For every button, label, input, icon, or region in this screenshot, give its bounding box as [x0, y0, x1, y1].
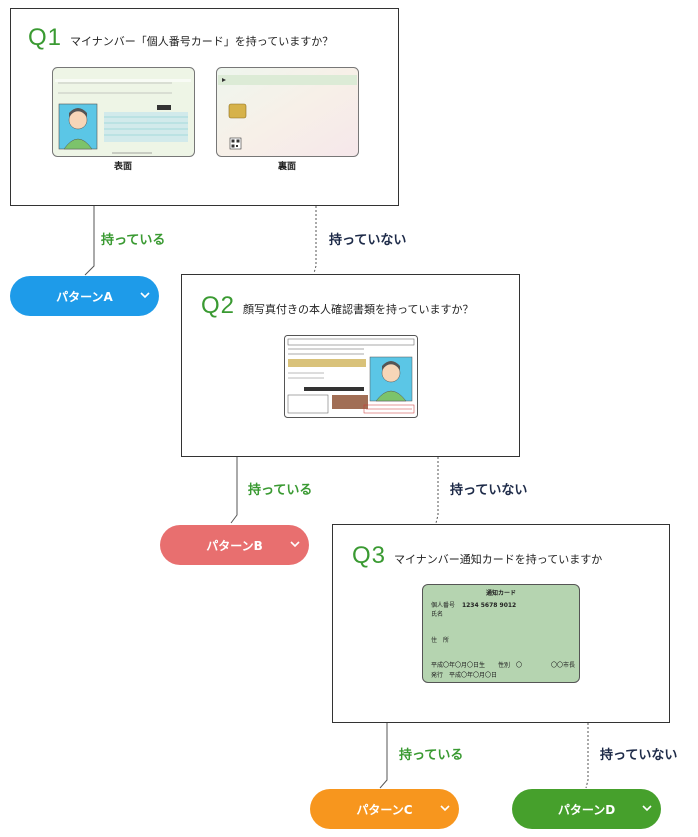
q1-front-caption: 表面 — [113, 162, 132, 172]
q1-number: Q1 — [28, 24, 63, 51]
q2-no-label: 持っていない — [450, 483, 528, 498]
mynumber-card-back-image — [216, 67, 359, 157]
pattern-b-button[interactable]: パターンB — [160, 525, 309, 565]
pattern-c-button[interactable]: パターンC — [310, 789, 459, 829]
notification-card-image: 通知カード 個人番号 1234 5678 9012 氏名 住 所 平成〇年〇月〇… — [422, 584, 580, 683]
edge-q1-yes — [84, 206, 95, 276]
q1-heading: Q1 マイナンバー「個人番号カード」を持っていますか？ — [28, 24, 333, 52]
q1-no-label: 持っていない — [329, 233, 407, 248]
q2-question: 顔写真付きの本人確認書類を持っていますか？ — [243, 303, 474, 316]
edge-q2-no — [435, 457, 439, 524]
pattern-a-button[interactable]: パターンA — [10, 276, 159, 316]
edge-q3-no — [585, 723, 589, 789]
card-number-label: 個人番号 — [431, 602, 456, 609]
card-address-label: 住 所 — [431, 637, 450, 644]
question-box-q3: Q3 マイナンバー通知カードを持っていますか 通知カード 個人番号 1234 5… — [332, 524, 670, 723]
q3-heading: Q3 マイナンバー通知カードを持っていますか — [352, 542, 602, 570]
card-city: 〇〇市長 — [551, 662, 576, 669]
card-gender: 性別 〇 — [498, 662, 523, 669]
question-box-q2: Q2 顔写真付きの本人確認書類を持っていますか？ — [181, 274, 520, 457]
chevron-down-icon — [642, 805, 652, 812]
pattern-a-label: パターンA — [56, 289, 113, 304]
chevron-down-icon — [290, 541, 300, 548]
q2-yes-label: 持っている — [248, 483, 313, 498]
q3-no-label: 持っていない — [600, 748, 678, 763]
chevron-down-icon — [140, 292, 150, 299]
q2-heading: Q2 顔写真付きの本人確認書類を持っていますか？ — [201, 292, 473, 320]
mynumber-card-front-image — [52, 67, 195, 157]
card-number-value: 1234 5678 9012 — [461, 602, 517, 609]
pattern-d-label: パターンD — [557, 802, 616, 817]
card-name-label: 氏名 — [431, 611, 444, 618]
chevron-down-icon — [440, 805, 450, 812]
edge-q1-no — [313, 206, 317, 274]
q1-back-caption: 裏面 — [277, 162, 296, 172]
notification-card-title: 通知カード — [485, 590, 516, 597]
pattern-c-label: パターンC — [356, 802, 413, 817]
q2-number: Q2 — [201, 292, 236, 319]
pattern-b-label: パターンB — [206, 538, 263, 553]
pattern-d-button[interactable]: パターンD — [512, 789, 661, 829]
edge-q3-yes — [379, 723, 388, 789]
card-birth: 平成〇年〇月〇日生 — [431, 662, 486, 669]
card-issue: 発行 平成〇年〇月〇日 — [431, 672, 498, 679]
q3-number: Q3 — [352, 542, 387, 569]
card-number-row: 個人番号 1234 5678 9012 — [431, 600, 516, 609]
drivers-license-image — [284, 335, 418, 418]
q3-yes-label: 持っている — [399, 748, 464, 763]
q1-yes-label: 持っている — [101, 233, 166, 248]
q1-question: マイナンバー「個人番号カード」を持っていますか？ — [70, 35, 334, 48]
edge-q2-yes — [230, 457, 238, 524]
q3-question: マイナンバー通知カードを持っていますか — [394, 553, 603, 566]
question-box-q1: Q1 マイナンバー「個人番号カード」を持っていますか？ 表面 — [10, 8, 399, 206]
